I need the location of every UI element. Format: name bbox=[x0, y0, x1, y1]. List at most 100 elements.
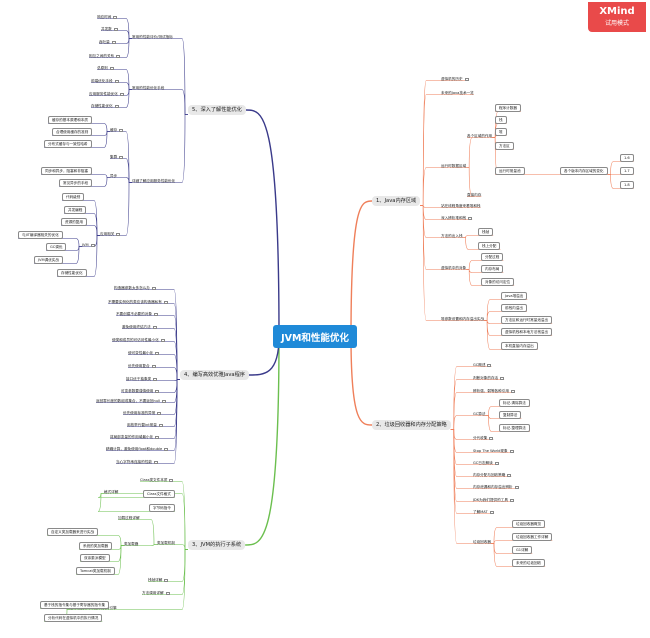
central-topic[interactable]: JVM和性能优化 bbox=[273, 325, 357, 348]
topic-b6[interactable]: 复制算法 bbox=[499, 411, 522, 419]
topic-e12[interactable]: 缓存 bbox=[110, 128, 124, 132]
topic-a15[interactable]: 站在线程角度来看堆和栈 bbox=[441, 204, 481, 208]
topic-a6[interactable]: 栈 bbox=[495, 116, 507, 124]
topic-d2[interactable]: 不需要实例化的类应该构造器私有 bbox=[108, 300, 168, 304]
topic-b15[interactable]: 垃圾回收器 bbox=[473, 540, 491, 544]
topic-e25[interactable]: 与JIT编译器相关的优化 bbox=[18, 231, 63, 239]
topic-a7[interactable]: 堆 bbox=[495, 128, 507, 136]
topic-a21[interactable]: 分配过程 bbox=[481, 253, 504, 261]
main-topic-m3[interactable]: 3、JVM的执行子系统 bbox=[188, 540, 246, 550]
topic-b11[interactable]: 内存分配与回收策略 bbox=[473, 473, 512, 477]
topic-a28[interactable]: 虚拟机栈和本地方法栈溢出 bbox=[501, 328, 553, 336]
topic-a23[interactable]: 对象的访问定位 bbox=[481, 278, 515, 286]
main-topic-m1[interactable]: 1、Java内存区域 bbox=[372, 196, 421, 206]
topic-b4[interactable]: GC算法 bbox=[473, 412, 485, 416]
topic-a9[interactable]: 运行时常量池 bbox=[495, 167, 525, 175]
topic-c4[interactable]: 字节码指令 bbox=[149, 504, 175, 512]
topic-d13[interactable]: 将局部变量的作用域最小化 bbox=[110, 435, 160, 439]
topic-b16[interactable]: 垃圾回收器概览 bbox=[512, 520, 546, 528]
topic-e14[interactable]: 合理使用缓存的准则 bbox=[52, 128, 93, 136]
topic-e7[interactable]: 总原则 bbox=[97, 66, 114, 70]
topic-a18[interactable]: 栈帧 bbox=[478, 228, 494, 236]
topic-e17[interactable]: 异步 bbox=[110, 174, 117, 178]
topic-e3[interactable]: 并发数 bbox=[101, 27, 118, 31]
topic-e13[interactable]: 缓存的基本原理和本质 bbox=[48, 116, 92, 124]
topic-e18[interactable]: 同步和异步，阻塞和非阻塞 bbox=[41, 167, 93, 175]
topic-c8[interactable]: 自定义类加载器来进行实战 bbox=[47, 528, 99, 536]
topic-a11[interactable]: 1.6 bbox=[620, 154, 634, 162]
topic-d6[interactable]: 使可变性最小化 bbox=[128, 351, 160, 355]
topic-e20[interactable]: 应用相关 bbox=[100, 232, 121, 236]
topic-b17[interactable]: 垃圾回收器工作详解 bbox=[512, 533, 553, 541]
topic-b10[interactable]: GC日志解读 bbox=[473, 461, 499, 465]
topic-b13[interactable]: JDK为我们提供的工具 bbox=[473, 498, 514, 502]
topic-e26[interactable]: GC调优 bbox=[46, 243, 67, 251]
topic-c5[interactable]: 类加载机制 bbox=[157, 541, 175, 545]
topic-b5[interactable]: 标记-清除算法 bbox=[499, 399, 530, 407]
topic-b12[interactable]: 内存泄漏和内存溢出辨析 bbox=[473, 485, 519, 489]
topic-e28[interactable]: 存储性能优化 bbox=[57, 269, 87, 277]
topic-c2[interactable]: 格式详解 bbox=[104, 490, 118, 494]
topic-a26[interactable]: 前栈内溢出 bbox=[501, 304, 527, 312]
topic-d14[interactable]: 精确计算，避免使用float和double bbox=[106, 447, 169, 451]
topic-d7[interactable]: 优先使用复合 bbox=[128, 364, 156, 368]
topic-a27[interactable]: 方法区和运行时常量池溢出 bbox=[501, 316, 553, 324]
topic-a1[interactable]: 虚拟机的历史 bbox=[441, 77, 469, 81]
topic-b1[interactable]: GC概述 bbox=[473, 363, 492, 367]
topic-d12[interactable]: 用枚举代替int常量 bbox=[127, 423, 163, 427]
topic-c9[interactable]: 系统的类加载器 bbox=[79, 542, 113, 550]
topic-e4[interactable]: 吞吐量 bbox=[99, 40, 116, 44]
topic-d10[interactable]: 返回零长度的数组或集合，不要返回null bbox=[96, 399, 167, 403]
topic-c10[interactable]: 双亲委派模型 bbox=[80, 554, 110, 562]
topic-a20[interactable]: 虚拟机中的对象 bbox=[441, 266, 466, 270]
topic-b14[interactable]: 了解MAT bbox=[473, 510, 494, 514]
topic-b9[interactable]: Stop The World现象 bbox=[473, 449, 514, 453]
topic-a17[interactable]: 方法的出入栈 bbox=[441, 234, 463, 238]
topic-a25[interactable]: Java堆溢出 bbox=[501, 292, 528, 300]
topic-e22[interactable]: 并发编程 bbox=[64, 206, 87, 214]
topic-e21[interactable]: 代码级别 bbox=[62, 193, 85, 201]
topic-c11[interactable]: Tomcat类加载机制 bbox=[76, 567, 115, 575]
topic-e6[interactable]: 常用的性能优化手段 bbox=[132, 86, 164, 90]
main-topic-m5[interactable]: 5、深入了解性能优化 bbox=[188, 105, 246, 115]
topic-c3[interactable]: Class文件格式 bbox=[143, 490, 175, 498]
topic-a4[interactable]: 各个区域的作用 bbox=[467, 134, 492, 138]
topic-a16[interactable]: 深入辨析堆和栈 bbox=[441, 216, 473, 220]
topic-a13[interactable]: 1.8 bbox=[620, 181, 634, 189]
topic-e16[interactable]: 集群 bbox=[110, 155, 124, 159]
topic-a2[interactable]: 未来的Java技术一览 bbox=[441, 91, 474, 95]
topic-c6[interactable]: 加载过程详解 bbox=[118, 516, 140, 520]
topic-d3[interactable]: 不要创建不必要的对象 bbox=[116, 312, 158, 316]
topic-e5[interactable]: 相互之间的关系 bbox=[89, 54, 121, 58]
topic-e9[interactable]: 应用服务性能优化 bbox=[89, 92, 124, 96]
topic-e8[interactable]: 前端优化手段 bbox=[91, 79, 119, 83]
topic-b7[interactable]: 标记-整理算法 bbox=[499, 424, 530, 432]
main-topic-m2[interactable]: 2、垃圾回收器和内存分配策略 bbox=[372, 420, 451, 430]
topic-a10[interactable]: 各个版本内存区域的变化 bbox=[560, 167, 608, 175]
topic-a29[interactable]: 本机直接内存溢出 bbox=[501, 342, 538, 350]
topic-b19[interactable]: 未来的垃圾回收 bbox=[512, 559, 546, 567]
topic-e2[interactable]: 响应时间 bbox=[97, 15, 118, 19]
topic-d11[interactable]: 优先使用标准的异常 bbox=[123, 411, 162, 415]
topic-c12[interactable]: 栈帧详解 bbox=[148, 578, 169, 582]
topic-e10[interactable]: 存储性能优化 bbox=[91, 104, 119, 108]
topic-e1[interactable]: 常用的性能评价/测试指标 bbox=[132, 35, 173, 39]
topic-c16[interactable]: 分析代码在虚拟机中的执行情况 bbox=[44, 614, 103, 622]
topic-a5[interactable]: 程序计数器 bbox=[495, 104, 521, 112]
topic-e15[interactable]: 分布式缓存与一致性哈希 bbox=[44, 140, 92, 148]
topic-a24[interactable]: 堆参数设置和内存溢出实战 bbox=[441, 317, 484, 321]
topic-d4[interactable]: 避免使用终结方法 bbox=[122, 325, 157, 329]
topic-e23[interactable]: 资源的复用 bbox=[61, 218, 87, 226]
topic-e19[interactable]: 常见异步的手段 bbox=[59, 179, 93, 187]
topic-d8[interactable]: 接口优于抽象类 bbox=[126, 377, 158, 381]
topic-b2[interactable]: 判断对象的存活 bbox=[473, 376, 505, 380]
topic-d15[interactable]: 当心字符串连接的性能 bbox=[116, 460, 158, 464]
topic-c15[interactable]: 基于栈的指令集与基于寄存器的指令集 bbox=[40, 601, 110, 609]
topic-b18[interactable]: G1详解 bbox=[512, 546, 533, 554]
topic-a22[interactable]: 内存布局 bbox=[481, 265, 504, 273]
topic-b3[interactable]: 辨析强、弱等各种引用 bbox=[473, 389, 515, 393]
main-topic-m4[interactable]: 4、编写高效优雅Java程序 bbox=[180, 370, 249, 380]
topic-c7[interactable]: 类加载器 bbox=[124, 542, 138, 546]
topic-a19[interactable]: 栈上分配 bbox=[478, 242, 501, 250]
topic-c13[interactable]: 方法调用详解 bbox=[142, 591, 170, 595]
